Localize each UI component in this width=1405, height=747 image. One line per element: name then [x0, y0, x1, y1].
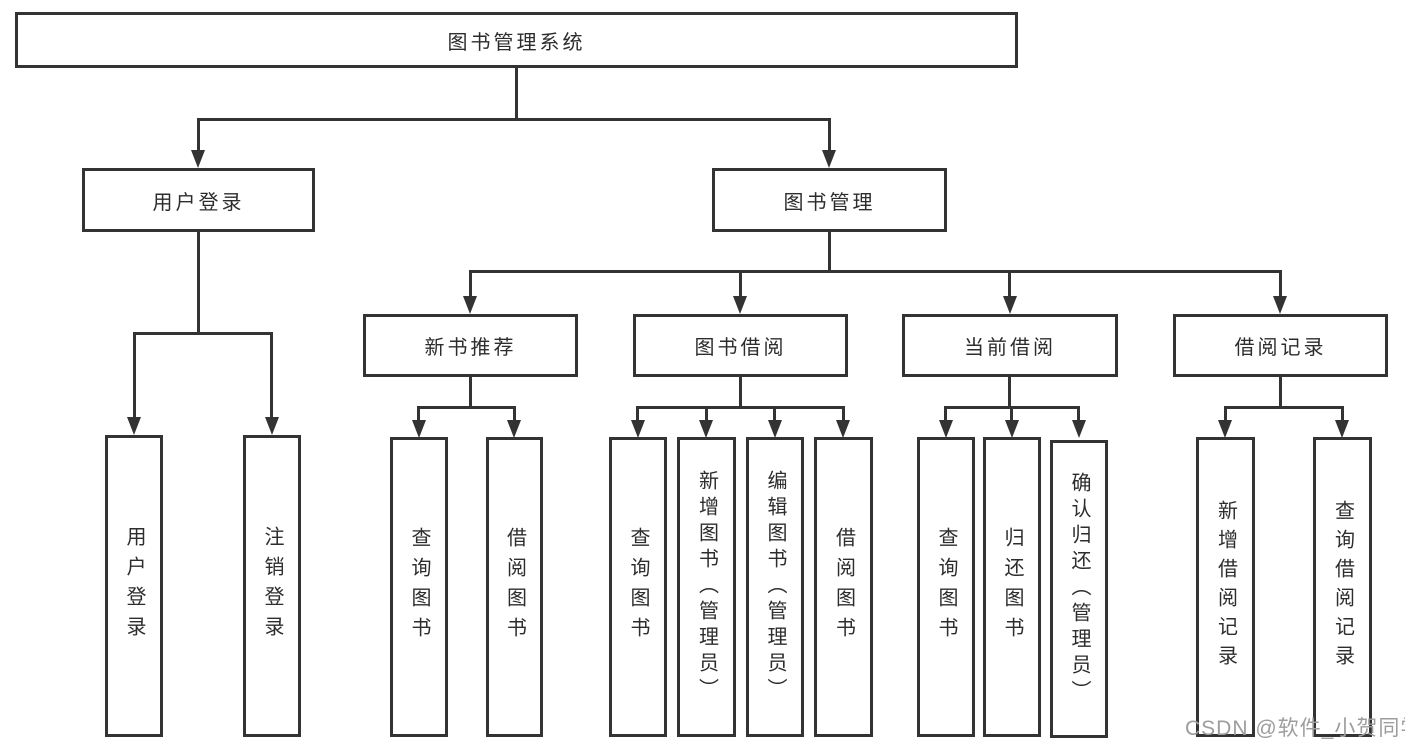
arrow-down-icon [1072, 420, 1086, 438]
connector-line [828, 231, 831, 272]
connector-line [1224, 406, 1344, 409]
leaf-logout-login: 注销登录 [243, 435, 301, 737]
connector-line [842, 406, 845, 422]
arrow-down-icon [1218, 420, 1232, 438]
leaf-br-add-record: 新增借阅记录 [1196, 437, 1255, 737]
node-book-management: 图书管理 [712, 168, 947, 232]
leaf-br-query-record-label: 查询借阅记录 [1331, 500, 1354, 674]
connector-line [1008, 270, 1011, 298]
node-borrow-record: 借阅记录 [1173, 314, 1388, 377]
connector-line [1279, 270, 1282, 298]
node-book-management-label: 图书管理 [783, 191, 876, 214]
arrow-down-icon [463, 296, 477, 314]
arrow-down-icon [1273, 296, 1287, 314]
arrow-down-icon [699, 420, 713, 438]
leaf-bb-borrow-books-label: 借阅图书 [832, 527, 855, 647]
connector-line [1008, 376, 1011, 409]
connector-line [1077, 406, 1080, 422]
node-new-book-recommend: 新书推荐 [363, 314, 578, 377]
leaf-br-query-record: 查询借阅记录 [1313, 437, 1372, 737]
connector-line [1010, 406, 1013, 422]
connector-line [469, 270, 1282, 273]
arrow-down-icon [412, 420, 426, 438]
connector-line [417, 406, 420, 422]
node-root-label: 图书管理系统 [447, 31, 586, 54]
arrow-down-icon [768, 420, 782, 438]
node-current-borrow: 当前借阅 [902, 314, 1118, 377]
connector-line [1341, 406, 1344, 422]
node-book-borrow: 图书借阅 [633, 314, 848, 377]
connector-line [705, 406, 708, 422]
connector-line [1279, 376, 1282, 409]
leaf-bb-query-books-label: 查询图书 [627, 527, 649, 647]
arrow-down-icon [127, 417, 141, 435]
connector-line [197, 118, 831, 121]
arrow-down-icon [733, 296, 747, 314]
leaf-cb-query-books: 查询图书 [917, 437, 975, 737]
connector-line [133, 332, 136, 418]
arrow-down-icon [631, 420, 645, 438]
arrow-down-icon [507, 420, 521, 438]
leaf-cb-return-books-label: 归还图书 [1001, 527, 1023, 647]
arrow-down-icon [1005, 420, 1019, 438]
connector-line [133, 332, 273, 335]
leaf-bb-add-books-admin: 新增图书（管理员） [677, 437, 736, 737]
connector-line [513, 406, 516, 422]
node-user-login: 用户登录 [82, 168, 315, 232]
leaf-nbr-query-books: 查询图书 [390, 437, 448, 737]
leaf-user-login: 用户登录 [105, 435, 163, 737]
arrow-down-icon [265, 417, 279, 435]
arrow-down-icon [836, 420, 850, 438]
leaf-nbr-query-books-label: 查询图书 [408, 527, 430, 647]
node-user-login-label: 用户登录 [152, 191, 245, 214]
node-current-borrow-label: 当前借阅 [964, 337, 1056, 359]
connector-line [944, 406, 947, 422]
leaf-br-add-record-label: 新增借阅记录 [1214, 500, 1237, 674]
arrow-down-icon [939, 420, 953, 438]
connector-line [515, 66, 518, 120]
connector-line [469, 376, 472, 409]
arrow-down-icon [822, 150, 836, 168]
leaf-bb-add-books-admin-label: 新增图书（管理员） [695, 470, 718, 704]
arrow-down-icon [191, 150, 205, 168]
arrow-down-icon [1003, 296, 1017, 314]
leaf-bb-edit-books-admin: 编辑图书（管理员） [746, 437, 804, 737]
leaf-nbr-borrow-books: 借阅图书 [486, 437, 543, 737]
leaf-bb-query-books: 查询图书 [609, 437, 667, 737]
connector-line [197, 231, 200, 334]
node-new-book-recommend-label: 新书推荐 [424, 337, 517, 359]
leaf-cb-confirm-return-admin-label: 确认归还（管理员） [1068, 472, 1090, 706]
arrow-down-icon [1335, 420, 1349, 438]
watermark: CSDN @软件_小贺同学 [1185, 717, 1405, 740]
connector-line [417, 406, 516, 409]
connector-line [270, 332, 273, 418]
connector-line [739, 376, 742, 409]
connector-line [469, 270, 472, 298]
connector-line [636, 406, 845, 409]
connector-line [1224, 406, 1227, 422]
leaf-cb-return-books: 归还图书 [983, 437, 1041, 737]
leaf-bb-borrow-books: 借阅图书 [814, 437, 873, 737]
node-root: 图书管理系统 [15, 12, 1018, 68]
leaf-cb-query-books-label: 查询图书 [935, 527, 957, 647]
connector-line [197, 118, 200, 153]
connector-line [739, 270, 742, 298]
leaf-user-login-label: 用户登录 [123, 526, 145, 646]
leaf-logout-login-label: 注销登录 [261, 526, 283, 646]
leaf-nbr-borrow-books-label: 借阅图书 [503, 527, 526, 647]
leaf-cb-confirm-return-admin: 确认归还（管理员） [1050, 440, 1108, 738]
connector-line [636, 406, 639, 422]
node-borrow-record-label: 借阅记录 [1234, 337, 1327, 359]
connector-line [828, 118, 831, 153]
connector-line [773, 406, 776, 422]
node-book-borrow-label: 图书借阅 [694, 337, 787, 359]
leaf-bb-edit-books-admin-label: 编辑图书（管理员） [764, 470, 786, 704]
